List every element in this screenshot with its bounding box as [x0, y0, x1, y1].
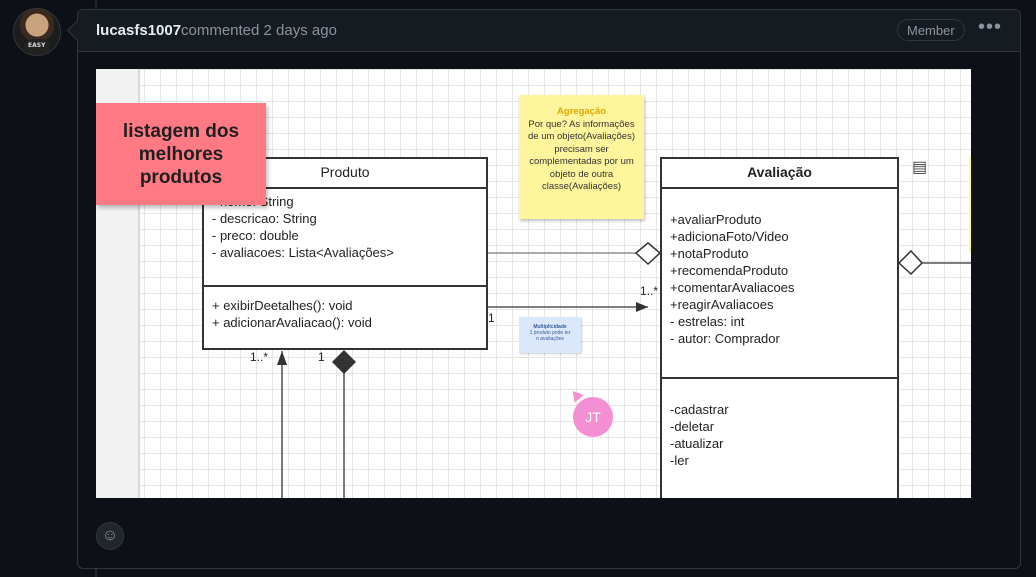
sticky-note-title: listagem dos melhores produtos	[96, 103, 266, 205]
sticky-note-multiplicity: Multiplicidade 1 produto pode ter n aval…	[519, 317, 581, 353]
author-link[interactable]: lucasfs1007	[96, 22, 182, 39]
multiplicity-bottom-right: 1	[318, 350, 325, 364]
aggregation-note-body: Por que? As informações de um objeto(Ava…	[527, 118, 636, 193]
method: -deletar	[670, 419, 715, 434]
multiplicity-note-body: 1 produto pode ter n avaliações	[529, 330, 571, 342]
comment-timestamp[interactable]: commented 2 days ago	[181, 22, 337, 39]
attribute: - avaliacoes: Lista<Avaliações>	[212, 245, 394, 260]
class-avaliacao: Avaliação +avaliarProduto +adicionaFoto/…	[660, 157, 899, 498]
multiplicity-note-title: Multiplicidade	[533, 324, 567, 330]
uml-diagram-image[interactable]: listagem dos melhores produtos Produto -…	[96, 69, 971, 498]
attribute: +adicionaFoto/Video	[670, 229, 789, 244]
avatar[interactable]: EASY	[13, 8, 61, 56]
class-produto-title: Produto	[204, 159, 486, 189]
sticky-note-aggregation: Agregação Por que? As informações de um …	[519, 95, 644, 219]
attribute: - autor: Comprador	[670, 331, 780, 346]
attribute: +avaliarProduto	[670, 212, 762, 227]
attribute: - preco: double	[212, 228, 299, 243]
class-produto-methods: + exibirDeetalhes(): void + adicionarAva…	[204, 287, 486, 335]
avatar-shirt	[24, 39, 50, 55]
kebab-horizontal-icon[interactable]: •••	[978, 16, 1003, 38]
class-avaliacao-title: Avaliação	[662, 159, 897, 189]
vertical-arrowhead	[277, 351, 287, 365]
attribute: +recomendaProduto	[670, 263, 789, 278]
aggregation-diamond	[634, 242, 662, 266]
class-produto-attributes: - nome: String - descricao: String - pre…	[204, 189, 486, 287]
method: -atualizar	[670, 436, 724, 451]
multiplicity-target: 1..*	[640, 284, 659, 298]
multiplicity-bottom-left: 1..*	[250, 350, 269, 364]
method: + exibirDeetalhes(): void	[212, 298, 353, 313]
attribute: - descricao: String	[212, 211, 317, 226]
sticky-note-title-text: listagem dos melhores produtos	[122, 120, 240, 188]
composition-diamond	[332, 350, 356, 374]
class-avaliacao-attributes: +avaliarProduto +adicionaFoto/Video +not…	[662, 189, 897, 379]
member-badge: Member	[897, 19, 965, 41]
class-avaliacao-methods: -cadastrar -deletar -atualizar -ler	[662, 379, 897, 473]
avatar-shirt-text: EASY	[28, 42, 46, 49]
association-arrowhead	[636, 302, 648, 312]
relationship-lines	[277, 242, 971, 498]
method: -ler	[670, 453, 689, 468]
sticky-note-offscreen	[969, 157, 971, 253]
smiley-icon[interactable]: ☺	[96, 522, 124, 550]
attribute: +notaProduto	[670, 246, 749, 261]
attribute: +reagirAvaliacoes	[670, 297, 774, 312]
method: + adicionarAvaliacao(): void	[212, 315, 372, 330]
attribute: +comentarAvaliacoes	[670, 280, 795, 295]
comment-caret	[66, 19, 89, 42]
method: -cadastrar	[670, 402, 729, 417]
attribute: - estrelas: int	[670, 314, 745, 329]
document-icon: ▤	[912, 159, 928, 176]
comment-header: lucasfs1007 commented 2 days ago Member …	[66, 10, 1020, 52]
right-aggregation-diamond	[897, 249, 924, 276]
multiplicity-source: 1	[488, 311, 495, 325]
collaborator-avatar: JT	[573, 397, 613, 437]
comment-box: lucasfs1007 commented 2 days ago Member …	[66, 9, 1021, 569]
class-produto: Produto - nome: String - descricao: Stri…	[202, 157, 488, 350]
aggregation-note-title: Agregação	[556, 106, 607, 117]
